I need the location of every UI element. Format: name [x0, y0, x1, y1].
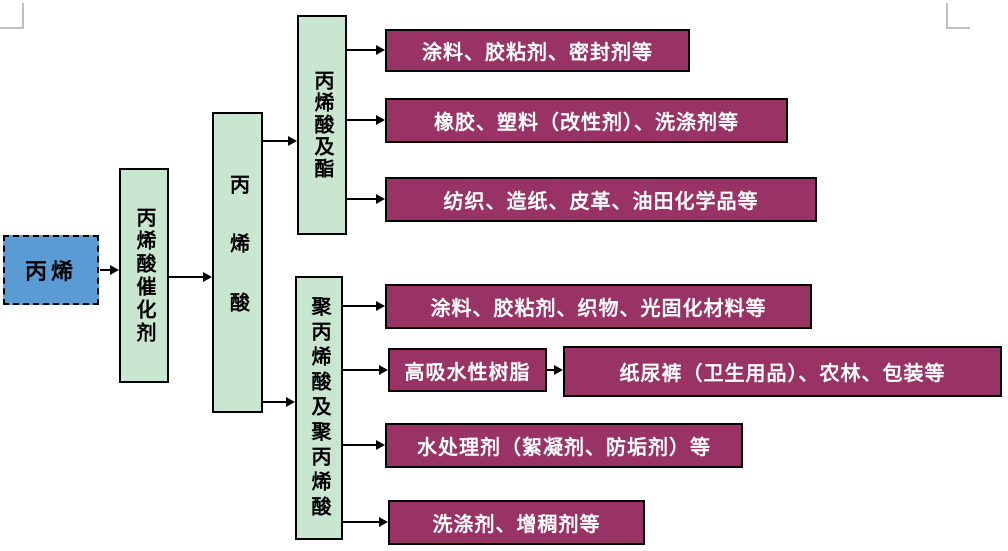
app-label: 橡胶、塑料（改性剂）、洗涤剂等: [434, 112, 739, 134]
app-label: 洗涤剂、增稠剂等: [432, 514, 601, 536]
app-label: 水处理剂（絮凝剂、防垢剂）等: [417, 437, 711, 459]
node-acrylic-acid-catalyst: 丙烯酸催化剂: [119, 168, 169, 383]
arrow-esters-to-textile: [347, 194, 385, 204]
arrow-polyacrylic-to-coatings: [343, 301, 385, 311]
node-acrylic-acid: 丙烯酸: [212, 112, 263, 413]
arrow-propylene-to-catalyst: [100, 265, 119, 275]
arrow-esters-to-rubber: [347, 115, 385, 125]
app-label: 高吸水性树脂: [404, 361, 531, 384]
arrow-polyacrylic-to-detergents: [343, 517, 388, 527]
app-rubber-plastics-detergents: 橡胶、塑料（改性剂）、洗涤剂等: [385, 98, 788, 143]
app-diapers-hygiene-agroforestry-packaging: 纸尿裤（卫生用品）、农林、包装等: [563, 346, 1002, 397]
app-label: 涂料、胶粘剂、织物、光固化材料等: [430, 298, 767, 320]
node-propylene-label: 丙烯: [24, 259, 77, 284]
app-label: 涂料、胶粘剂、密封剂等: [422, 42, 653, 64]
arrow-superabsorbent-to-diapers: [547, 365, 563, 375]
page-corner-mark-top-right: [946, 3, 970, 29]
arrow-acrylic-acid-to-polyacrylic: [263, 397, 295, 407]
page-corner-mark-top-left: [0, 3, 24, 29]
app-coatings-adhesives-sealants: 涂料、胶粘剂、密封剂等: [385, 29, 690, 72]
node-polyacrylic-acid-label: 聚丙烯酸及聚丙烯酸: [308, 295, 330, 521]
node-polyacrylic-acid: 聚丙烯酸及聚丙烯酸: [295, 276, 343, 540]
arrow-esters-to-coatings: [347, 45, 385, 55]
app-water-treatment-agents: 水处理剂（絮凝剂、防垢剂）等: [385, 423, 743, 468]
app-label: 纺织、造纸、皮革、油田化学品等: [443, 191, 759, 213]
node-acrylic-acid-label: 丙烯酸: [226, 174, 249, 351]
app-superabsorbent-resin: 高吸水性树脂: [388, 348, 547, 392]
app-textile-paper-leather-oilfield: 纺织、造纸、皮革、油田化学品等: [385, 177, 817, 222]
arrow-polyacrylic-to-water-treatment: [343, 440, 385, 450]
app-label: 纸尿裤（卫生用品）、农林、包装等: [619, 363, 946, 385]
arrow-polyacrylic-to-superabsorbent: [343, 365, 388, 375]
app-detergents-thickeners: 洗涤剂、增稠剂等: [388, 500, 645, 545]
arrow-acrylic-acid-to-esters: [263, 136, 297, 146]
node-acrylic-acid-and-esters-label: 丙烯酸及酯: [311, 70, 333, 180]
arrow-catalyst-to-acrylic-acid: [169, 272, 212, 282]
node-propylene: 丙烯: [3, 235, 99, 305]
node-acrylic-acid-catalyst-label: 丙烯酸催化剂: [133, 206, 155, 345]
app-coatings-adhesives-fabrics-photocure: 涂料、胶粘剂、织物、光固化材料等: [385, 284, 812, 329]
node-acrylic-acid-and-esters: 丙烯酸及酯: [297, 15, 347, 235]
